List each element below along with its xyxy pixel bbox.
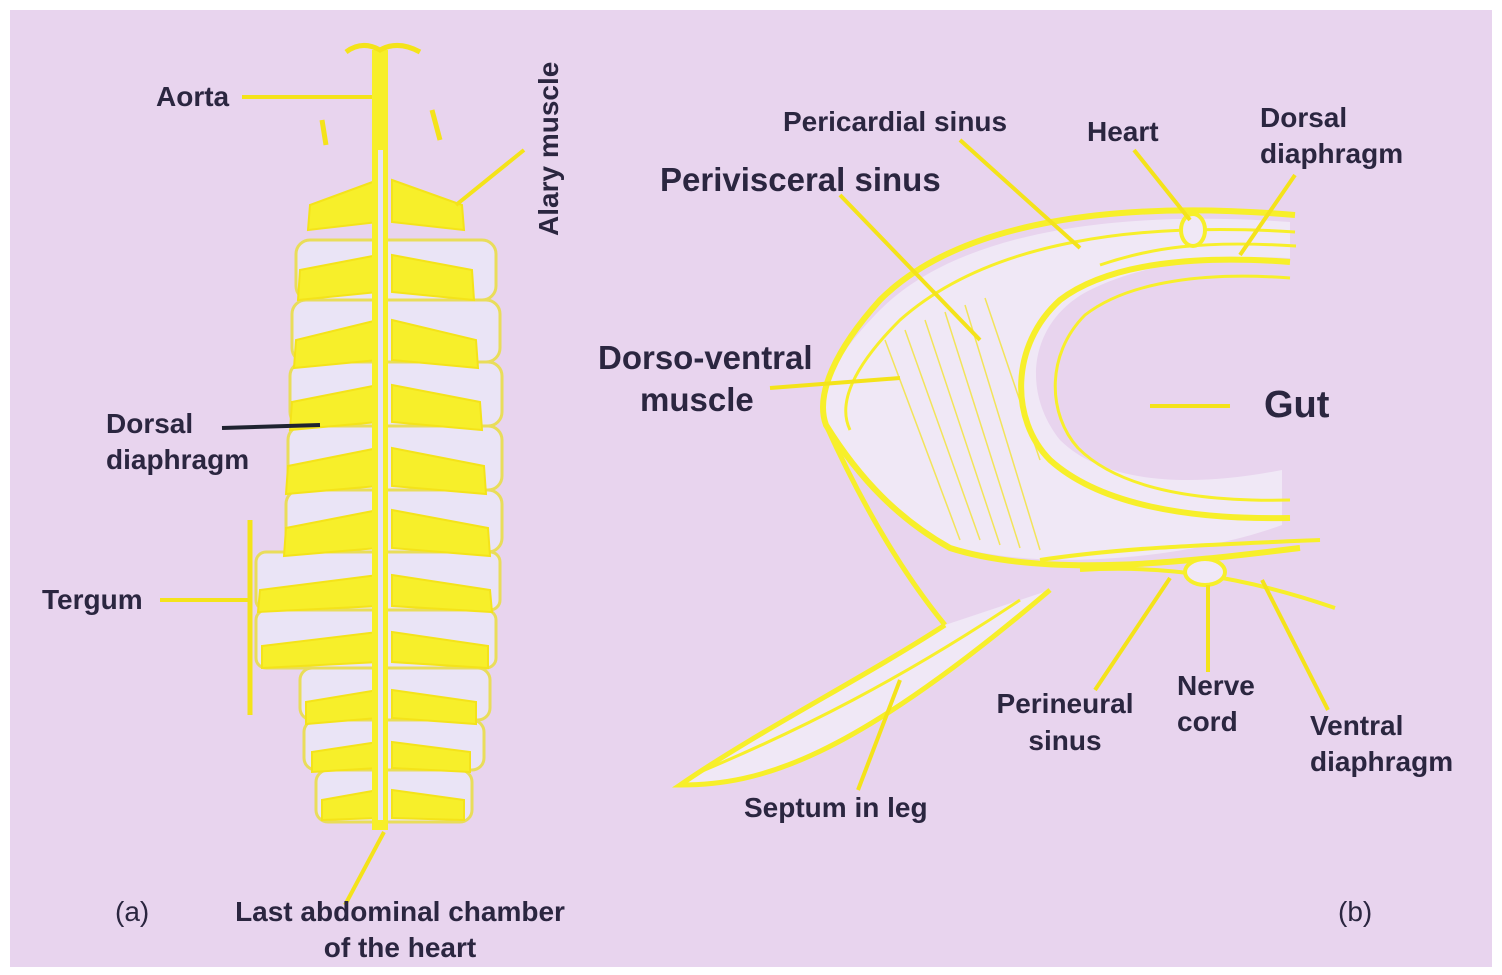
- label-dorsal-diaphragm-b-line1: Dorsal: [1260, 100, 1347, 136]
- label-dorso-ventral-muscle-line1: Dorso-ventral: [598, 338, 813, 378]
- label-ventral-diaphragm-line2: diaphragm: [1310, 744, 1453, 780]
- label-tergum: Tergum: [42, 582, 143, 618]
- label-perivisceral-sinus: Perivisceral sinus: [660, 160, 941, 200]
- panel-b-marker: (b): [1338, 894, 1372, 930]
- label-last-chamber-line1: Last abdominal chamber: [210, 894, 590, 930]
- label-last-chamber-line2: of the heart: [210, 930, 590, 966]
- label-dorso-ventral-muscle-line2: muscle: [640, 380, 754, 420]
- dorsal-vessel-lumen: [378, 150, 383, 820]
- label-alary-muscle: Alary muscle: [531, 62, 567, 236]
- heart-shape: [1181, 214, 1205, 246]
- label-dorsal-diaphragm-a-line1: Dorsal: [106, 406, 193, 442]
- label-heart: Heart: [1087, 114, 1159, 150]
- label-nerve-cord-line1: Nerve: [1177, 668, 1255, 704]
- nerve-cord-shape: [1185, 559, 1225, 585]
- label-nerve-cord-line2: cord: [1177, 704, 1238, 740]
- label-pericardial-sinus: Pericardial sinus: [783, 104, 1007, 140]
- label-perineural-sinus-line1: Perineural: [980, 686, 1150, 722]
- label-gut: Gut: [1264, 387, 1329, 423]
- label-aorta: Aorta: [156, 79, 229, 115]
- label-dorsal-diaphragm-a-line2: diaphragm: [106, 442, 249, 478]
- label-septum-in-leg: Septum in leg: [744, 790, 928, 826]
- panel-a-marker: (a): [115, 894, 149, 930]
- label-ventral-diaphragm-line1: Ventral: [1310, 708, 1403, 744]
- label-dorsal-diaphragm-b-line2: diaphragm: [1260, 136, 1403, 172]
- label-perineural-sinus-line2: sinus: [980, 723, 1150, 759]
- aorta-opening: [346, 45, 420, 52]
